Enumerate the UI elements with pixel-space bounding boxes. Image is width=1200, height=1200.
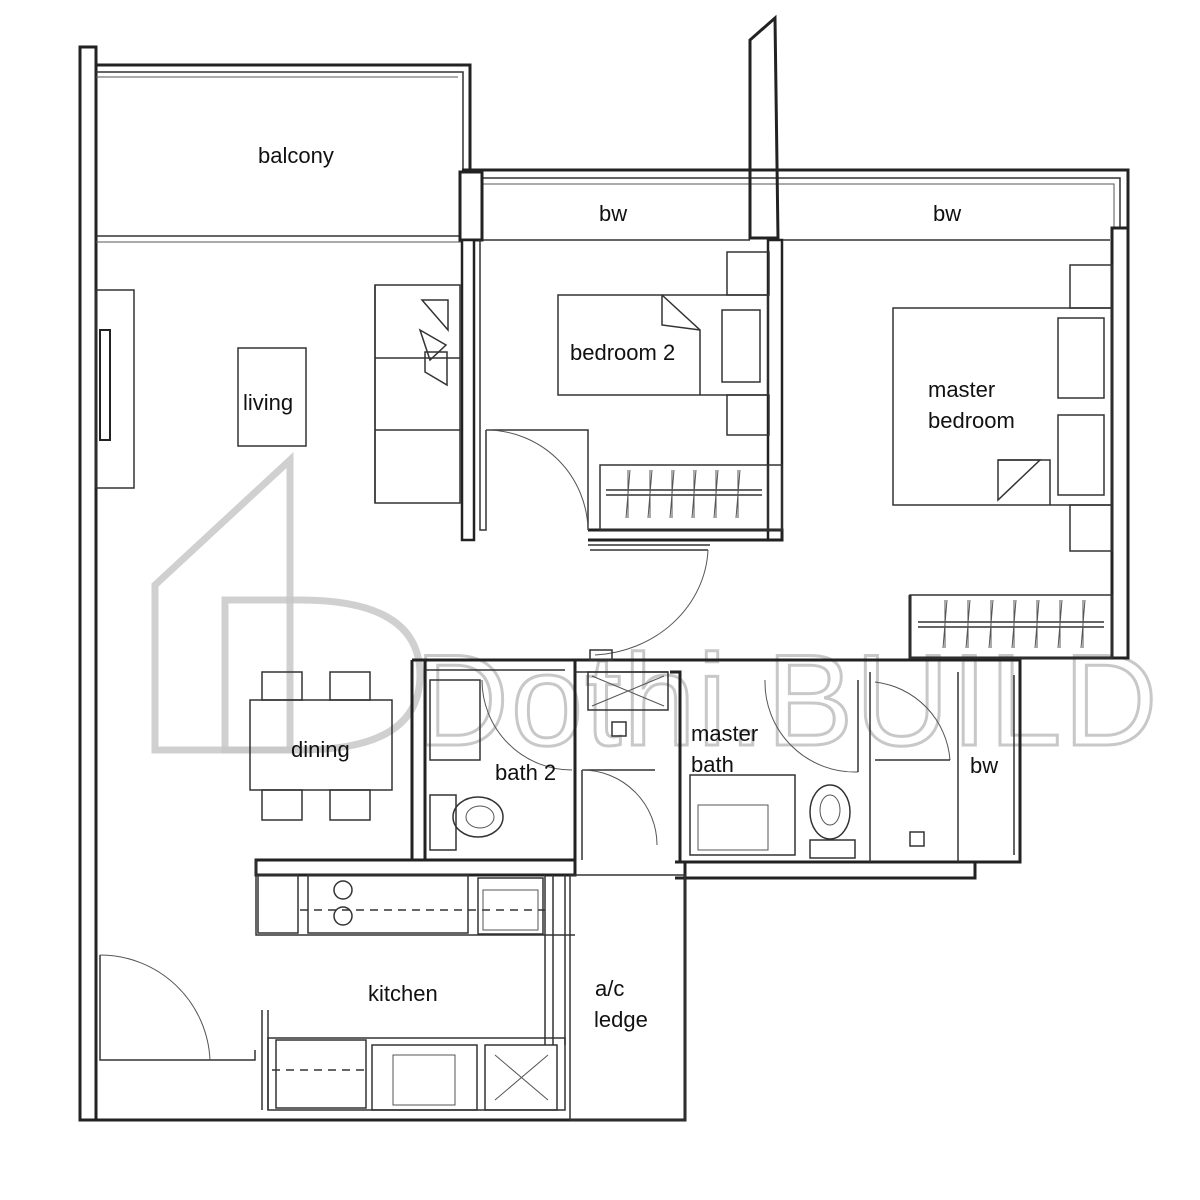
tv-console (95, 289, 135, 489)
door-master-bedroom (589, 549, 709, 661)
label-living: living (243, 390, 293, 415)
door-bedroom2 (485, 429, 589, 531)
sofa (374, 284, 461, 504)
label-master-bath-2: bath (691, 752, 734, 777)
door-kitchen (99, 954, 256, 1061)
label-bath2: bath 2 (495, 760, 556, 785)
bed-master (892, 264, 1113, 552)
master-bath-fixtures (689, 679, 951, 859)
label-ac-ledge-1: a/c (595, 976, 624, 1001)
label-master-bedroom-1: master (928, 377, 995, 402)
outer-walls (78, 14, 1130, 1122)
wardrobe-bedroom2 (599, 464, 783, 531)
bed-bedroom2 (557, 251, 770, 436)
label-bw-left: bw (599, 201, 627, 226)
kitchen-appliances (257, 874, 558, 1111)
room-labels: balcony bw bw living bedroom 2 master be… (243, 143, 1015, 1032)
dining-table (249, 671, 393, 821)
label-master-bedroom-2: bedroom (928, 408, 1015, 433)
label-balcony: balcony (258, 143, 334, 168)
label-bw-bath: bw (970, 753, 998, 778)
bath2-fixtures (429, 671, 669, 860)
ac-ledge (569, 874, 686, 1121)
label-kitchen: kitchen (368, 981, 438, 1006)
watermark-text: Dothi.BUILD (415, 627, 1160, 773)
coffee-table (237, 347, 307, 447)
label-ac-ledge-2: ledge (594, 1007, 648, 1032)
wardrobe-master (909, 594, 1113, 659)
label-bedroom2: bedroom 2 (570, 340, 675, 365)
watermark-logo: Dothi.BUILD (151, 451, 1160, 775)
label-bw-right: bw (933, 201, 961, 226)
label-master-bath-1: master (691, 721, 758, 746)
label-dining: dining (291, 737, 350, 762)
